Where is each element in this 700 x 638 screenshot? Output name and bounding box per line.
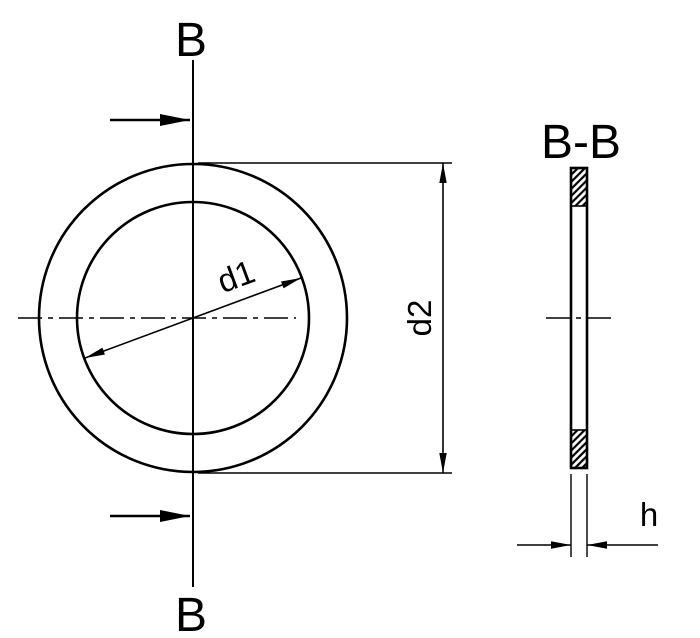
hatched-cross-section-bottom: [570, 429, 588, 469]
front-view: d1 d2 B B: [18, 14, 452, 638]
section-view: B-B h: [517, 116, 658, 557]
section-marker-top-label: B: [175, 14, 207, 67]
d1-dimension-label: d1: [212, 252, 259, 299]
h-dimension-label: h: [640, 496, 658, 533]
h-dimension: h: [517, 474, 658, 557]
d2-dimension-label: d2: [401, 300, 438, 337]
hatched-cross-section-top: [570, 167, 588, 207]
d1-dimension-line: [84, 277, 302, 359]
d2-dimension: d2: [198, 162, 452, 474]
section-marker-bottom-label: B: [175, 589, 207, 638]
section-view-title: B-B: [541, 116, 621, 169]
